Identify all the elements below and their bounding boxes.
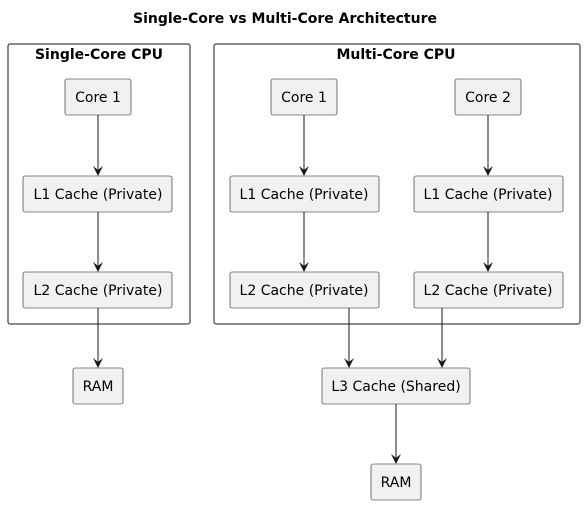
node-mc-l1-a: L1 Cache (Private) [229,175,380,213]
node-sc-core1-label: Core 1 [75,90,121,106]
node-sc-core1: Core 1 [64,78,132,116]
node-sc-ram: RAM [72,367,124,405]
node-mc-l3: L3 Cache (Shared) [321,367,471,405]
node-mc-l2-b: L2 Cache (Private) [413,271,564,309]
node-mc-l2-a-label: L2 Cache (Private) [240,283,369,299]
node-mc-l2-a: L2 Cache (Private) [229,271,380,309]
multi-core-label: Multi-Core CPU [336,47,455,63]
single-core-label: Single-Core CPU [35,47,163,63]
diagram-title: Single-Core vs Multi-Core Architecture [133,11,437,27]
node-mc-l1-b: L1 Cache (Private) [413,175,564,213]
node-sc-l2-label: L2 Cache (Private) [34,283,163,299]
edges [93,115,493,464]
node-sc-l1: L1 Cache (Private) [22,175,173,213]
node-sc-l1-label: L1 Cache (Private) [34,187,163,203]
node-mc-l3-label: L3 Cache (Shared) [331,379,460,395]
node-mc-l1-a-label: L1 Cache (Private) [240,187,369,203]
node-mc-core1-label: Core 1 [281,90,327,106]
node-mc-core2-label: Core 2 [465,90,511,106]
node-mc-l2-b-label: L2 Cache (Private) [424,283,553,299]
node-sc-l2: L2 Cache (Private) [22,271,173,309]
node-mc-l1-b-label: L1 Cache (Private) [424,187,553,203]
node-mc-ram-label: RAM [381,475,412,491]
node-mc-core2: Core 2 [454,78,522,116]
node-mc-ram: RAM [370,463,422,501]
node-sc-ram-label: RAM [83,379,114,395]
node-mc-core1: Core 1 [270,78,338,116]
